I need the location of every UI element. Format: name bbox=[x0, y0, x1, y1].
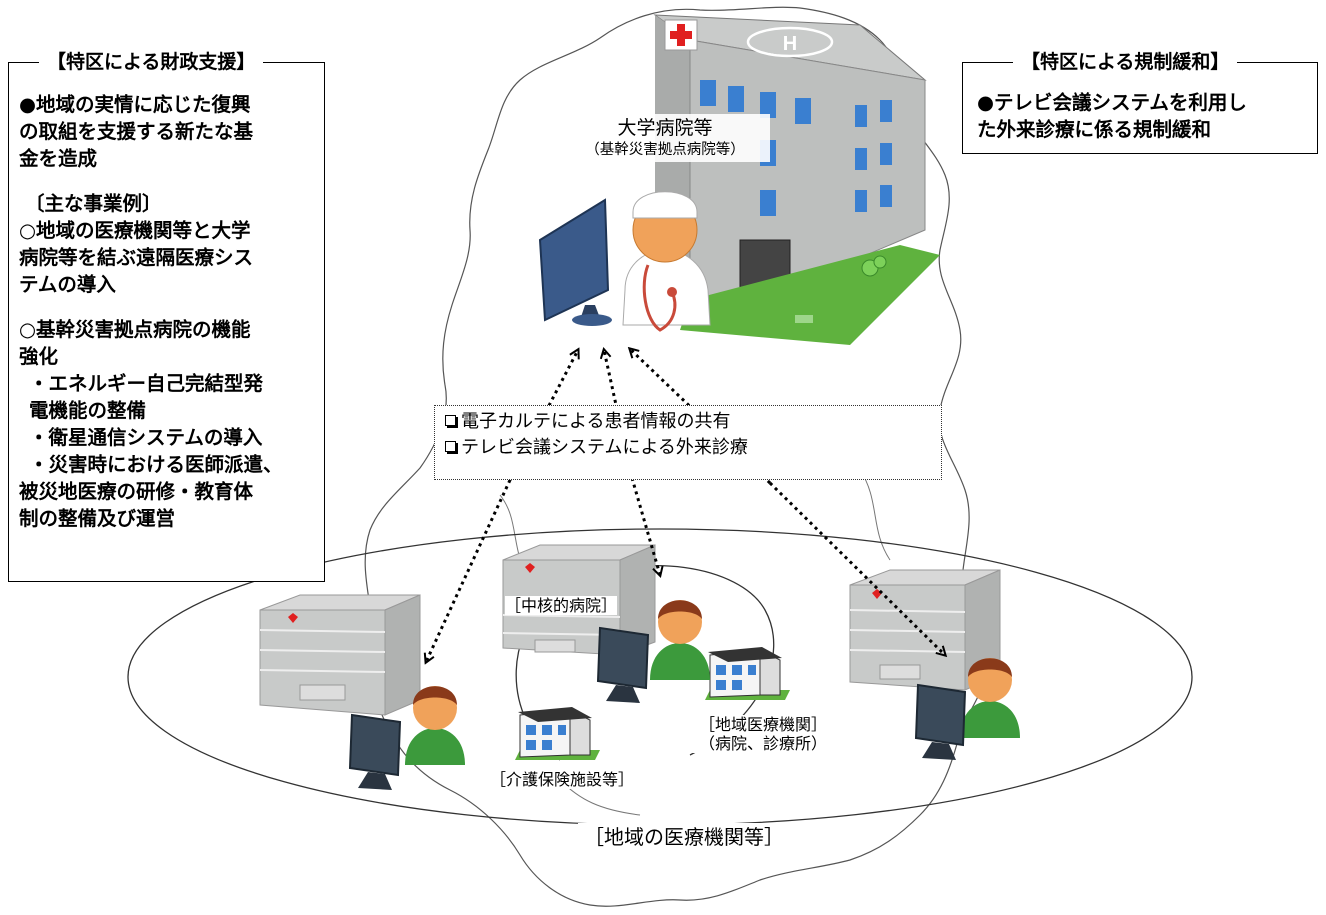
arrow-right-link bbox=[630, 349, 772, 485]
university-hospital-sub: （基幹災害拠点病院等） bbox=[585, 142, 745, 158]
finance-support-body: ●地域の実情に応じた復興 の取組を支援する新たな基 金を造成 〔主な事業例〕 ○… bbox=[19, 91, 318, 532]
university-hospital-label: 大学病院等 （基幹災害拠点病院等） bbox=[560, 114, 770, 162]
regulation-relief-body: ●テレビ会議システムを利用し た外来診療に係る規制緩和 bbox=[977, 89, 1311, 143]
regulation-line: ●テレビ会議システムを利用し bbox=[977, 91, 1247, 114]
care-facility-icon bbox=[515, 707, 600, 760]
prefecture-map-outline bbox=[364, 6, 987, 907]
finance-line: ●地域の実情に応じた復興 bbox=[19, 93, 251, 116]
arrow-core-link-down bbox=[630, 477, 660, 575]
doctor-monitor-icon bbox=[538, 198, 612, 326]
region-caption: ［地域の医療機関等］ bbox=[578, 823, 790, 851]
core-staff-monitor-icon bbox=[596, 600, 710, 703]
svg-text:H: H bbox=[783, 33, 797, 55]
map-inner-border-2 bbox=[859, 469, 891, 561]
finance-line: ・災害時における医師派遣、 bbox=[29, 453, 283, 476]
regional-clinic-icon bbox=[705, 647, 790, 700]
right-staff-monitor-icon bbox=[914, 658, 1020, 760]
right-hospital-icon bbox=[849, 569, 1001, 691]
regional-institution-sub: （病院、診療所） bbox=[698, 734, 827, 753]
finance-line: 電機能の整備 bbox=[29, 399, 147, 422]
left-staff-monitor-icon bbox=[348, 686, 465, 790]
shared-info-text: テレビ会議システムによる外来診療 bbox=[461, 437, 748, 458]
finance-line: ○基幹災害拠点病院の機能 bbox=[19, 318, 251, 341]
finance-line: 金を造成 bbox=[19, 147, 98, 170]
finance-line: ・エネルギー自己完結型発 bbox=[29, 372, 264, 395]
finance-line: ○地域の医療機関等と大学 bbox=[19, 219, 251, 242]
shared-info-item: 電子カルテによる患者情報の共有 bbox=[445, 409, 931, 435]
left-hospital-icon bbox=[259, 594, 421, 716]
finance-line: 病院等を結ぶ遠隔医療シス bbox=[19, 246, 254, 269]
finance-line: テムの導入 bbox=[19, 273, 116, 296]
finance-line: ・衛星通信システムの導入 bbox=[29, 426, 263, 449]
finance-line: 強化 bbox=[19, 345, 59, 368]
finance-support-box: 【特区による財政支援】 ●地域の実情に応じた復興 の取組を支援する新たな基 金を… bbox=[8, 49, 325, 582]
care-facility-label: ［介護保険施設等］ bbox=[490, 770, 635, 789]
regulation-relief-box: 【特区による規制緩和】 ●テレビ会議システムを利用し た外来診療に係る規制緩和 bbox=[962, 49, 1318, 154]
regional-institution-name: ［地域医療機関］ bbox=[698, 715, 827, 734]
arrow-right-link-down bbox=[768, 481, 945, 655]
arrow-left-link-down bbox=[426, 479, 512, 662]
checkbox-square-icon bbox=[445, 415, 456, 426]
finance-line: 〔主な事業例〕 bbox=[25, 192, 162, 215]
finance-support-title: 【特区による財政支援】 bbox=[39, 49, 264, 75]
hospital-building-icon: H bbox=[653, 14, 940, 345]
regional-institution-label: ［地域医療機関］ （病院、診療所） bbox=[683, 715, 843, 753]
core-hospital-label: ［中核的病院］ bbox=[505, 596, 618, 615]
university-hospital-name: 大学病院等 bbox=[617, 117, 713, 139]
finance-line: 被災地医療の研修・教育体 bbox=[19, 480, 254, 503]
finance-line: の取組を支援する新たな基 bbox=[19, 120, 254, 143]
finance-line: 制の整備及び運営 bbox=[19, 507, 176, 530]
shared-info-text: 電子カルテによる患者情報の共有 bbox=[461, 411, 731, 432]
checkbox-square-icon bbox=[445, 441, 456, 452]
doctor-icon bbox=[622, 191, 711, 332]
shared-info-item: テレビ会議システムによる外来診療 bbox=[445, 435, 931, 461]
regulation-line: た外来診療に係る規制緩和 bbox=[977, 118, 1212, 141]
shared-info-box: 電子カルテによる患者情報の共有 テレビ会議システムによる外来診療 bbox=[434, 405, 942, 480]
regulation-relief-title: 【特区による規制緩和】 bbox=[1013, 49, 1238, 75]
